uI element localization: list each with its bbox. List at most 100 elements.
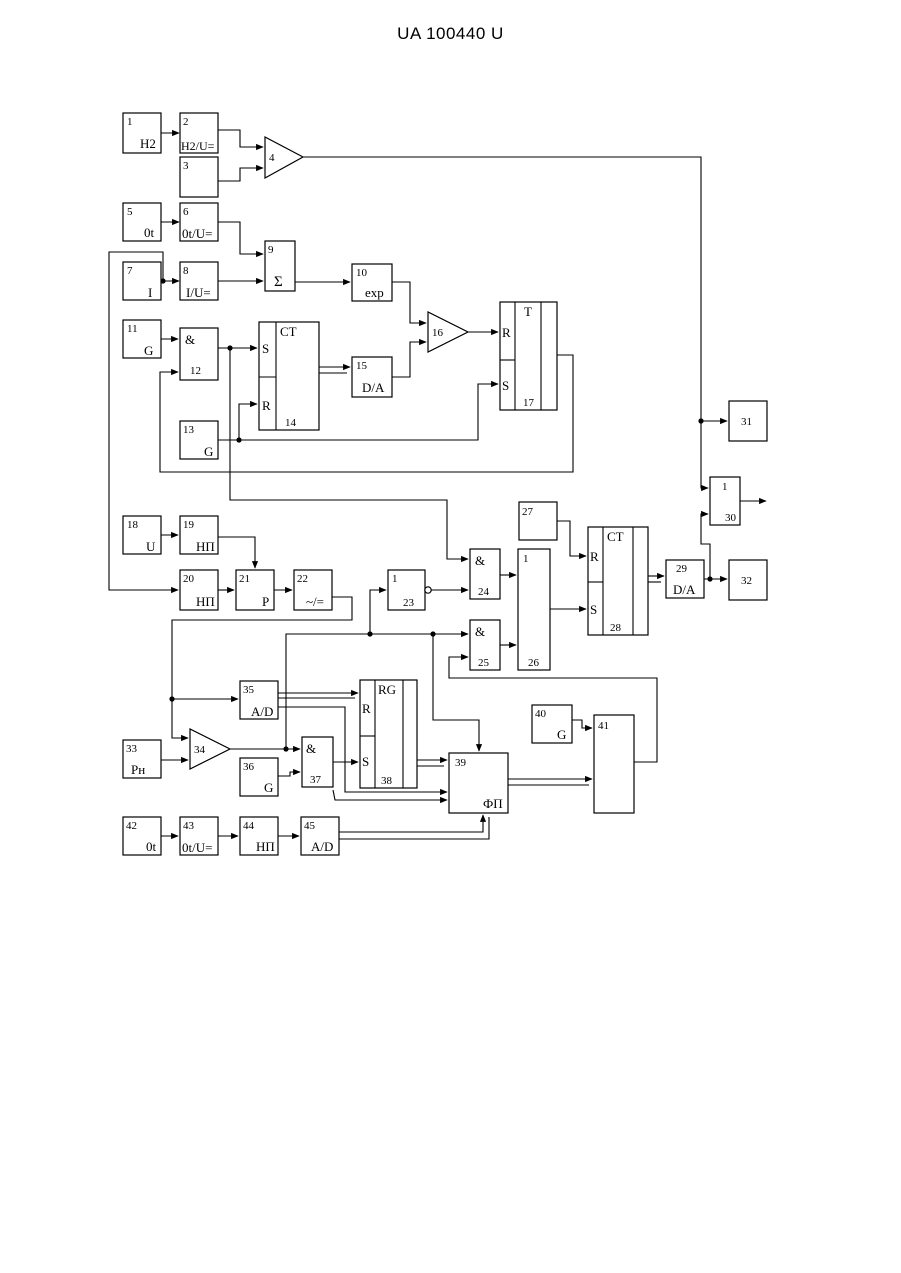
- block-38-label: RG: [378, 682, 396, 697]
- block-27-number: 27: [522, 506, 534, 518]
- block-15-label: D/A: [362, 380, 385, 395]
- block-14-number: 14: [285, 417, 297, 429]
- block-19-label: НП: [196, 539, 215, 554]
- block-12-label: &: [185, 332, 195, 347]
- block-6-label: 0t/U=: [182, 226, 212, 241]
- block-14-pin-r: R: [262, 398, 271, 413]
- block-32: 32: [729, 560, 767, 600]
- block-43: 43 0t/U=: [180, 817, 218, 855]
- block-23-inverter: 1 23: [388, 570, 431, 610]
- block-45-label: A/D: [311, 839, 333, 854]
- block-41: 41: [594, 715, 634, 813]
- block-37-label: &: [306, 741, 316, 756]
- block-25-label: &: [475, 624, 485, 639]
- block-8-label: I/U=: [186, 285, 211, 300]
- block-10-label: exp: [365, 285, 384, 300]
- block-12-number: 12: [190, 365, 201, 377]
- block-27: 27: [519, 502, 557, 540]
- block-10: 10 exp: [352, 264, 392, 301]
- block-1-number: 1: [127, 116, 133, 128]
- block-34-comparator: 34: [190, 729, 230, 769]
- block-36-label: G: [264, 780, 273, 795]
- block-12-and: & 12: [180, 328, 218, 380]
- block-17-pin-r: R: [502, 325, 511, 340]
- block-3-number: 3: [183, 160, 189, 172]
- block-20-label: НП: [196, 594, 215, 609]
- block-35-label: A/D: [251, 704, 273, 719]
- block-38-pin-s: S: [362, 754, 369, 769]
- block-40-label: G: [557, 727, 566, 742]
- block-13-number: 13: [183, 424, 195, 436]
- block-14-counter: S R CT 14: [259, 322, 319, 430]
- block-20: 20 НП: [180, 570, 218, 610]
- block-6-number: 6: [183, 206, 189, 218]
- block-29: 29 D/A: [666, 560, 704, 598]
- block-25-number: 25: [478, 657, 490, 669]
- block-4-number: 4: [269, 152, 275, 164]
- block-37-and: & 37: [302, 737, 333, 787]
- block-16-number: 16: [432, 327, 444, 339]
- block-11-number: 11: [127, 323, 138, 335]
- block-23-number: 23: [403, 597, 415, 609]
- block-45-number: 45: [304, 820, 316, 832]
- block-18-number: 18: [127, 519, 139, 531]
- block-41-number: 41: [598, 720, 609, 732]
- block-14-pin-s: S: [262, 341, 269, 356]
- block-18-label: U: [146, 539, 156, 554]
- block-2-label: H2/U=: [181, 139, 215, 153]
- block-1: 1 H2: [123, 113, 161, 153]
- block-40: 40 G: [532, 705, 572, 743]
- block-18: 18 U: [123, 516, 161, 554]
- block-8-number: 8: [183, 265, 189, 277]
- block-43-label: 0t/U=: [182, 840, 212, 855]
- block-44: 44 НП: [240, 817, 278, 855]
- block-38-number: 38: [381, 775, 393, 787]
- block-11-label: G: [144, 343, 153, 358]
- block-40-number: 40: [535, 708, 547, 720]
- block-20-number: 20: [183, 573, 195, 585]
- block-8: 8 I/U=: [180, 262, 218, 300]
- block-17-label: T: [524, 304, 532, 319]
- block-34-number: 34: [194, 744, 206, 756]
- block-13: 13 G: [180, 421, 218, 459]
- block-6: 6 0t/U=: [180, 203, 218, 241]
- block-9-number: 9: [268, 244, 274, 256]
- block-26-symbol: 1: [523, 553, 529, 565]
- block-36: 36 G: [240, 758, 278, 796]
- block-29-number: 29: [676, 563, 688, 575]
- block-43-number: 43: [183, 820, 195, 832]
- block-5: 5 0t: [123, 203, 161, 241]
- block-11: 11 G: [123, 320, 161, 358]
- block-36-number: 36: [243, 761, 255, 773]
- block-44-label: НП: [256, 839, 275, 854]
- block-7-number: 7: [127, 265, 133, 277]
- block-24-and: & 24: [470, 549, 500, 599]
- block-9-label: Σ: [274, 274, 283, 290]
- block-30-number: 30: [725, 512, 737, 524]
- block-3: 3: [180, 157, 218, 197]
- block-30-symbol: 1: [722, 481, 728, 493]
- block-28-pin-s: S: [590, 602, 597, 617]
- block-14-label: CT: [280, 324, 297, 339]
- block-39-functional-converter: 39 ФП: [449, 753, 508, 813]
- block-26-or: 1 26: [518, 549, 550, 670]
- block-22-label: ~/=: [306, 594, 324, 609]
- block-28-counter: R S CT 28: [588, 527, 648, 635]
- block-45: 45 A/D: [301, 817, 339, 855]
- block-28-label: CT: [607, 529, 624, 544]
- block-42-label: 0t: [146, 839, 157, 854]
- block-28-number: 28: [610, 622, 622, 634]
- block-22-number: 22: [297, 573, 308, 585]
- block-21-number: 21: [239, 573, 250, 585]
- block-21: 21 P: [236, 570, 274, 610]
- block-5-label: 0t: [144, 225, 155, 240]
- block-39-label: ФП: [483, 796, 503, 811]
- block-44-number: 44: [243, 820, 255, 832]
- block-31-number: 31: [741, 416, 752, 428]
- block-28-pin-r: R: [590, 549, 599, 564]
- block-35-number: 35: [243, 684, 255, 696]
- block-31: 31: [729, 401, 767, 441]
- block-38-register: R S RG 38: [360, 680, 417, 788]
- block-19-number: 19: [183, 519, 195, 531]
